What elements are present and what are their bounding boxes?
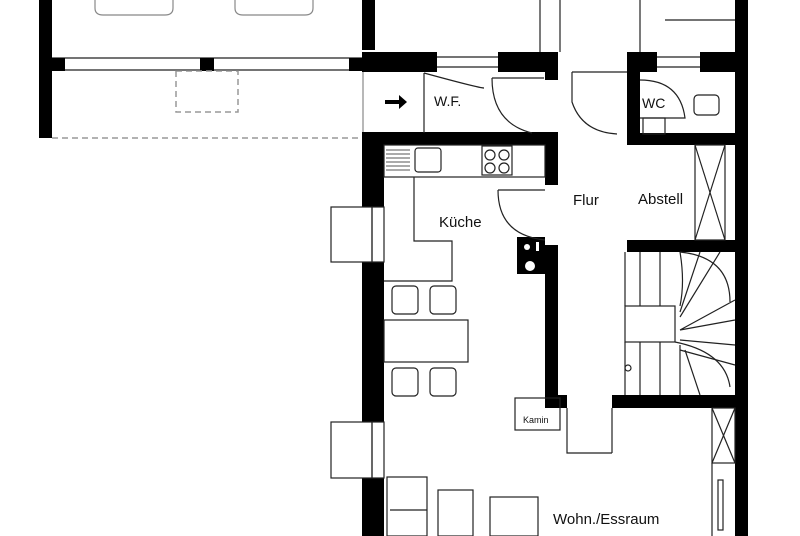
interior-walls: [362, 52, 735, 408]
kamin: [514, 397, 561, 431]
car-seat-icon: [234, 0, 314, 16]
room-label-abstell: Abstell: [638, 191, 683, 208]
kitchen-fixtures: [383, 144, 546, 397]
staircase: [624, 251, 736, 396]
sink-icon: [414, 147, 442, 173]
room-labels: W.F. WC Flur Abstell Küche Kamin Wohn./E…: [434, 93, 683, 528]
entrance-arrow-icon: [385, 95, 407, 109]
washbasin-icon: [642, 117, 666, 135]
dining-table: [383, 319, 469, 363]
room-label-kueche: Küche: [439, 214, 482, 231]
doors: [385, 71, 686, 454]
wc-fixtures: [642, 94, 720, 135]
room-label-wc: WC: [642, 95, 665, 111]
chairs: [391, 285, 457, 397]
room-label-wohn-essraum: Wohn./Essraum: [553, 511, 659, 528]
room-label-wf: W.F.: [434, 93, 461, 109]
car-seat-icon: [94, 0, 174, 16]
room-label-kamin: Kamin: [523, 415, 549, 425]
living-furniture: [386, 407, 736, 536]
stove-icon: [481, 145, 513, 176]
room-label-flur: Flur: [573, 192, 599, 209]
carport: [39, 0, 375, 139]
toilet-icon: [693, 94, 720, 116]
abstell-shelf: [694, 144, 726, 241]
